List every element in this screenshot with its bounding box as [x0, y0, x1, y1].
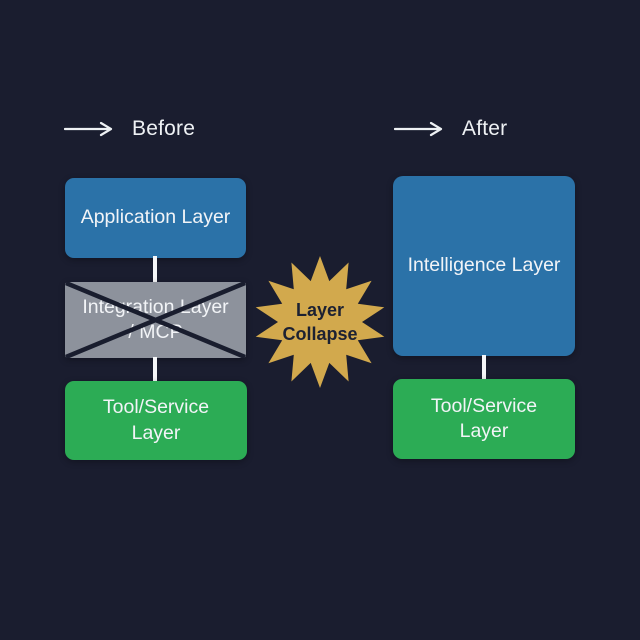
layer-collapse-burst: Layer Collapse: [252, 254, 388, 390]
before-section-label: Before: [64, 117, 195, 141]
layer-collapse-line2: Collapse: [282, 324, 358, 344]
after-section-label: After: [394, 117, 507, 141]
tool-service-layer-box-before: Tool/Service Layer: [65, 381, 247, 460]
right-arrow-icon: [64, 121, 113, 137]
tool-service-layer-box-after: Tool/Service Layer: [393, 379, 575, 459]
connector-line: [153, 357, 157, 382]
intelligence-layer-box: Intelligence Layer: [393, 176, 575, 356]
intelligence-layer-label: Intelligence Layer: [407, 254, 561, 277]
right-arrow-icon: [394, 121, 443, 137]
after-label-text: After: [462, 117, 508, 140]
layer-collapse-text: Layer Collapse: [252, 254, 388, 390]
application-layer-box: Application Layer: [65, 178, 246, 258]
integration-layer-box: Integration Layer / MCP: [65, 282, 246, 358]
tool-service-layer-label: Tool/Service Layer: [430, 394, 538, 442]
starburst-icon: [255, 256, 385, 388]
layer-collapse-line1: Layer: [295, 299, 345, 320]
before-label-text: Before: [132, 117, 196, 140]
integration-layer-label: Integration Layer / MCP: [82, 295, 229, 343]
application-layer-label: Application Layer: [80, 206, 231, 229]
connector-line: [153, 256, 157, 283]
tool-service-layer-label: Tool/Service Layer: [102, 396, 210, 444]
connector-line: [482, 355, 486, 380]
